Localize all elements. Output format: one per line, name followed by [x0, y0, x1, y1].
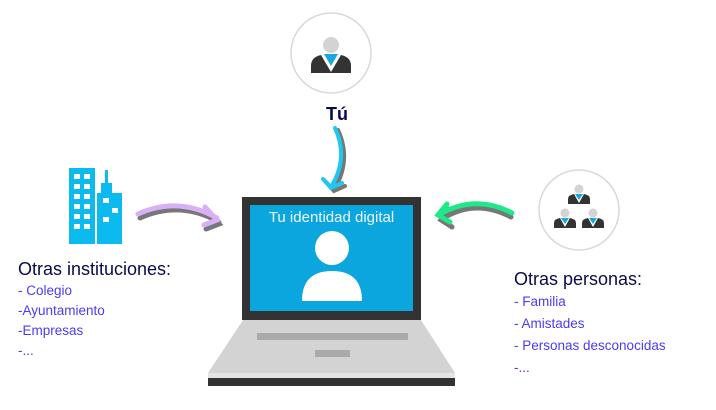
user-silhouette-icon	[302, 231, 362, 301]
touchpad	[315, 350, 350, 357]
arrow-people-to-laptop	[434, 201, 515, 230]
institutions-item: -Ayuntamiento	[18, 303, 105, 318]
laptop-base	[208, 320, 455, 386]
institutions-item: -...	[18, 343, 34, 358]
building-icon	[69, 168, 122, 244]
people-item: - Personas desconocidas	[514, 338, 666, 353]
people-item: -...	[514, 360, 530, 375]
laptop-screen: Tu identidad digital	[250, 205, 413, 311]
person-icon	[311, 37, 351, 73]
people-group-circle	[538, 169, 620, 251]
people-title: Otras personas:	[514, 269, 643, 289]
institutions-item: - Colegio	[18, 283, 73, 298]
screen-label: Tu identidad digital	[268, 209, 395, 226]
arrow-institutions-to-laptop	[135, 203, 224, 232]
keyboard-bar	[257, 333, 408, 340]
institutions-item: -Empresas	[18, 323, 84, 338]
you-avatar-circle	[290, 12, 372, 94]
laptop-bezel: Tu identidad digital	[242, 197, 421, 320]
people-item: - Amistades	[514, 316, 585, 331]
people-group-icon	[554, 184, 604, 228]
arrow-you-to-laptop	[321, 126, 347, 194]
people-item: - Familia	[514, 294, 566, 309]
you-label: Tú	[326, 104, 348, 124]
institutions-title: Otras instituciones:	[18, 259, 172, 279]
